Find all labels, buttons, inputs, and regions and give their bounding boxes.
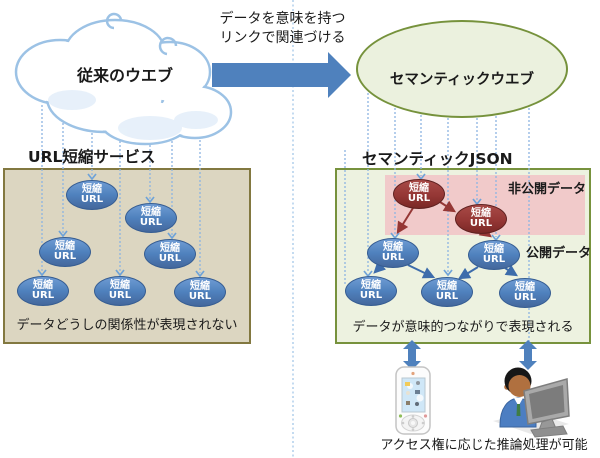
short-url-node: 短縮 URL [174, 277, 226, 307]
semantic-json-caption: データが意味的つながりで表現される [352, 320, 574, 335]
sync-arrow-icon-right [519, 340, 537, 370]
sync-arrow-icon-left [403, 340, 421, 370]
short-url-node: 短縮 URL [125, 203, 177, 233]
private-data-label: 非公開データ [507, 182, 586, 197]
link-annotation: データを意味を持つ リンクで関連づける [219, 11, 346, 46]
public-short-url-node: 短縮 URL [345, 276, 397, 306]
person-at-computer-icon [493, 367, 570, 438]
public-short-url-node: 短縮 URL [468, 240, 520, 270]
private-short-url-node: 短縮 URL [455, 204, 507, 234]
short-url-node: 短縮 URL [66, 180, 118, 210]
public-short-url-node: 短縮 URL [367, 238, 419, 268]
semantic-web-label: セマンティックウエブ [389, 72, 535, 88]
mobile-phone-icon [395, 366, 431, 435]
transform-right-arrow-icon [212, 52, 351, 98]
url-shortener-title: URL短縮サービス [28, 148, 156, 166]
public-short-url-node: 短縮 URL [421, 277, 473, 307]
short-url-node: 短縮 URL [17, 276, 69, 306]
public-data-label: 公開データ [526, 246, 592, 261]
semantic-json-title: セマンティックJSON [362, 150, 513, 168]
semantic-web-ellipse [356, 20, 568, 118]
private-short-url-node: 短縮 URL [393, 179, 445, 209]
public-short-url-node: 短縮 URL [499, 278, 551, 308]
legacy-web-label: 従来のウエブ [76, 66, 173, 85]
short-url-node: 短縮 URL [94, 276, 146, 306]
short-url-node: 短縮 URL [39, 237, 91, 267]
short-url-node: 短縮 URL [144, 239, 196, 269]
url-shortener-caption: データどうしの関係性が表現されない [16, 318, 238, 333]
access-rights-caption: アクセス権に応じた推論処理が可能 [380, 438, 588, 453]
